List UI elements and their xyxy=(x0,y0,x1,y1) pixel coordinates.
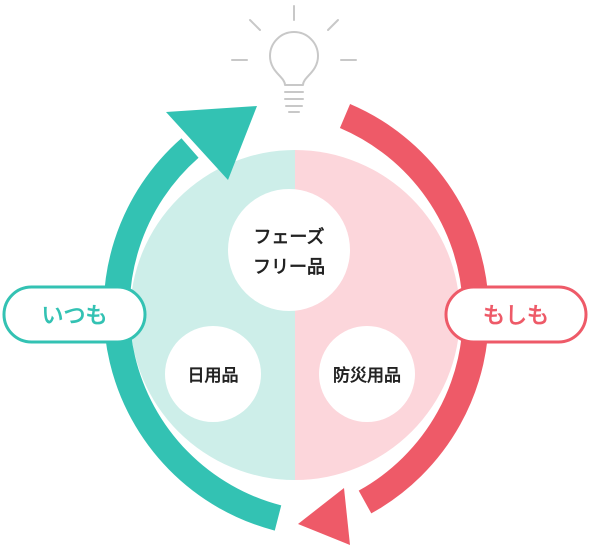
top-node-label-line2: フリー品 xyxy=(253,257,325,278)
top-node-label-line1: フェーズ xyxy=(253,226,324,248)
teal-cycle-arrow xyxy=(103,106,282,531)
right-pill: もしも xyxy=(444,285,588,344)
left-pill-label: いつも xyxy=(41,304,107,329)
left-node: 日用品 xyxy=(165,326,261,422)
red-arrowhead xyxy=(298,488,350,545)
right-node: 防災用品 xyxy=(319,326,415,422)
left-node-label: 日用品 xyxy=(188,366,239,386)
top-node: フェーズ フリー品 xyxy=(228,189,350,311)
right-pill-label: もしも xyxy=(483,304,549,329)
teal-arrowhead xyxy=(166,106,257,180)
right-node-label: 防災用品 xyxy=(333,365,401,386)
left-pill: いつも xyxy=(2,285,147,344)
lightbulb-icon xyxy=(231,5,357,113)
